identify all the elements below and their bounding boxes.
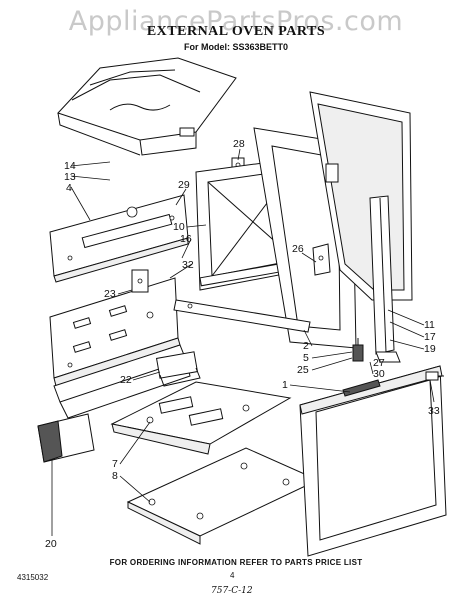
side-trim-strip [369,195,395,355]
part-label-10: 10 [173,221,185,233]
part-label-5: 5 [303,352,309,364]
part-label-1: 1 [282,379,288,391]
loose-side-shield [37,413,95,463]
mounting-bracket [312,243,331,276]
part-label-8: 8 [112,470,118,482]
part-label-19: 19 [424,343,436,355]
diagram-title: EXTERNAL OVEN PARTS [146,24,326,39]
document-number: 4315032 [17,573,49,582]
page-number: 4 [230,571,235,580]
side-bracket [131,269,149,293]
ordering-footer-note: FOR ORDERING INFORMATION REFER TO PARTS … [109,558,363,567]
oven-top-panel [57,57,237,156]
hinge-block [352,338,364,362]
hinge-spacer [375,351,401,363]
part-label-11: 11 [424,319,435,331]
part-label-26: 26 [292,243,304,255]
oven-door [299,365,447,557]
part-label-14: 14 [64,160,76,172]
part-label-25: 25 [297,364,309,376]
handwritten-note: 757-C-12 [211,586,253,596]
part-label-2: 2 [303,340,309,352]
part-label-16: 16 [180,233,192,245]
part-label-27: 27 [373,357,385,369]
part-label-23: 23 [104,288,116,300]
base-pan [126,447,320,545]
watermark: AppliancePartsPros.com [68,6,404,37]
part-label-29: 29 [178,179,190,191]
diagram-subtitle: For Model: SS363BETT0 [183,42,289,52]
part-label-30: 30 [373,368,385,380]
door-side-hinge-pin [425,371,444,381]
part-label-4: 4 [66,182,72,194]
rear-upper-vent-panel [49,194,189,283]
part-label-33: 33 [428,405,440,417]
part-label-13: 13 [64,171,76,183]
part-label-28: 28 [233,138,245,150]
front-rail [173,299,311,333]
part-label-22: 22 [120,374,132,386]
bottom-tray-panel [110,381,292,455]
part-label-32: 32 [182,259,194,271]
part-label-7: 7 [112,458,118,470]
leader-lines [51,148,435,536]
part-number-labels: 14 13 4 28 29 10 16 32 26 23 11 17 19 2 … [45,138,440,550]
part-label-20: 20 [45,538,57,550]
part-label-17: 17 [424,331,436,343]
door-handle [342,379,381,397]
hinge-receptacle [155,351,201,387]
